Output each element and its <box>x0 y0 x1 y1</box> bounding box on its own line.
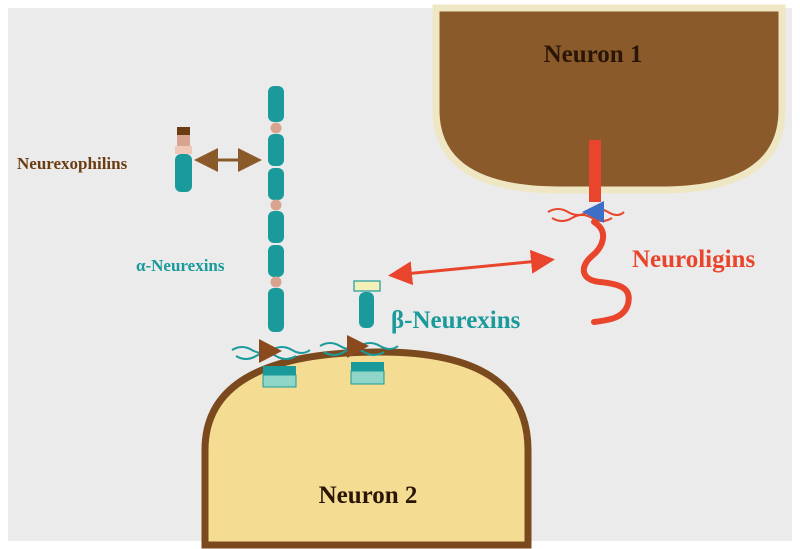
neuroligin-binding-arrow <box>388 249 555 286</box>
alpha-neurexins-label: α-Neurexins <box>136 256 225 275</box>
neuroligins-label: Neuroligins <box>632 246 755 273</box>
beta-neurexins-label: β-Neurexins <box>391 307 521 334</box>
neuron-1-label: Neuron 1 <box>544 41 643 68</box>
neuron-1 <box>432 4 786 194</box>
neuron-2 <box>201 348 532 549</box>
neuroligin-molecule <box>547 140 632 325</box>
neuron-2-label: Neuron 2 <box>319 482 418 509</box>
beta-neurexin <box>319 280 399 385</box>
alpha-neurexin-chain <box>231 86 311 388</box>
neurexophilin-molecule <box>175 127 192 192</box>
neurexophilins-label: Neurexophilins <box>17 154 128 173</box>
